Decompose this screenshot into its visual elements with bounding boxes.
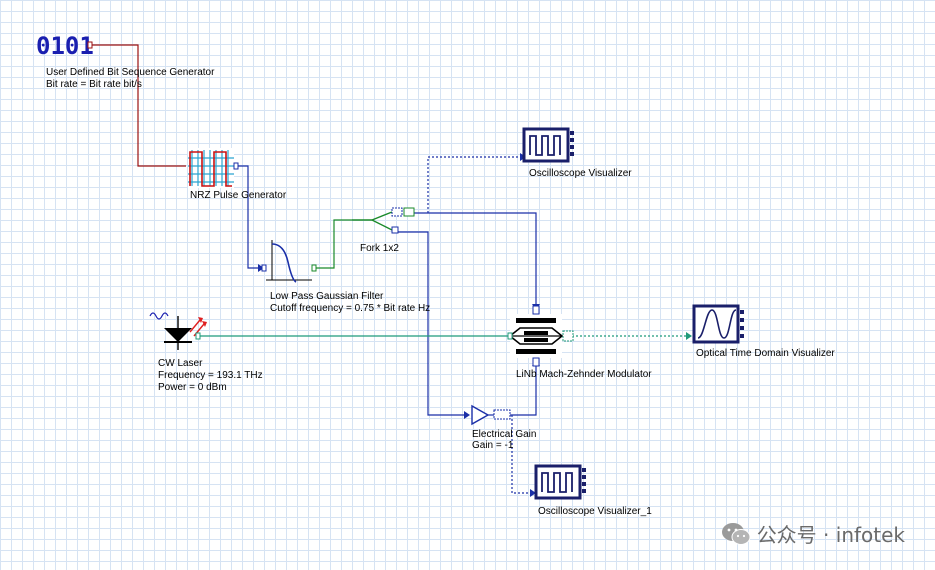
arrow-lpf [258,264,264,272]
mzm-label: LiNb Mach-Zehnder Modulator [516,369,652,380]
cw-laser-label: CW Laser [158,358,203,369]
link-nrz-to-lpf[interactable] [236,165,262,269]
bit-sequence-generator-icon[interactable]: 0101 [36,32,94,60]
wechat-icon [721,522,751,545]
electrical-gain-icon[interactable] [471,404,511,426]
lpf-label: Low Pass Gaussian Filter [270,291,384,302]
link-fork-to-osc1[interactable] [427,156,520,213]
oscilloscope-visualizer-1-icon[interactable] [534,464,586,500]
link-gain-to-osc2[interactable] [511,415,530,494]
optical-time-domain-visualizer-icon[interactable] [692,304,744,344]
bit-sequence-param: Bit rate = Bit rate bit/s [46,79,142,90]
arrow-gain [464,411,470,419]
cw-laser-power: Power = 0 dBm [158,382,227,393]
cw-laser-frequency: Frequency = 193.1 THz [158,370,263,381]
link-gain-to-mzm[interactable] [510,362,537,416]
gain-label: Electrical Gain [472,429,537,440]
bit-sequence-icon-text: 0101 [36,32,94,60]
fork-label: Fork 1x2 [360,243,399,254]
arrow-osc2 [530,489,536,497]
arrow-otd [686,332,692,340]
nrz-label: NRZ Pulse Generator [190,190,287,201]
nrz-pulse-generator-icon[interactable] [188,148,239,188]
cw-laser-icon[interactable] [149,312,207,350]
link-fork-to-gain[interactable] [398,231,468,416]
osc2-label: Oscilloscope Visualizer_1 [538,506,652,517]
watermark: 公众号 · infotek [721,519,905,548]
link-lpf-to-fork[interactable] [316,219,352,269]
link-bitseq-to-nrz[interactable] [90,44,186,167]
low-pass-filter-icon[interactable] [261,240,317,283]
lpf-param: Cutoff frequency = 0.75 * Bit rate Hz [270,303,431,314]
osc1-label: Oscilloscope Visualizer [529,168,632,179]
watermark-text: 公众号 · infotek [756,523,905,547]
link-fork-to-mzm[interactable] [414,212,537,308]
gain-param: Gain = -1 [472,440,514,451]
oscilloscope-visualizer-icon[interactable] [522,127,574,163]
mach-zehnder-modulator-icon[interactable] [507,305,574,367]
otd-label: Optical Time Domain Visualizer [696,348,835,359]
bit-sequence-label: User Defined Bit Sequence Generator [46,67,215,78]
fork-icon[interactable] [352,207,415,234]
